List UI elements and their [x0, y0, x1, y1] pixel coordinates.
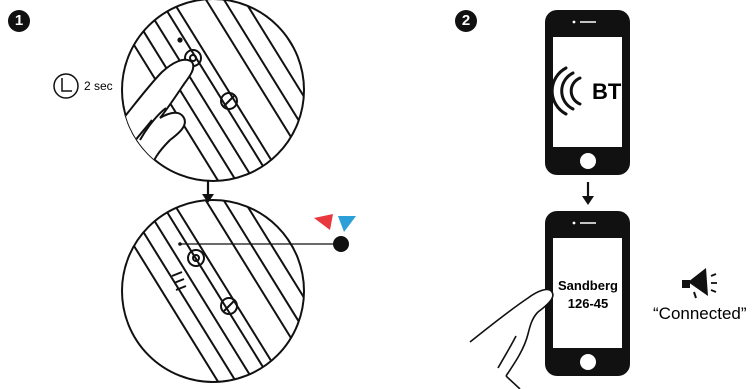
- arrow-down-left: [202, 180, 214, 203]
- arrow-down-right: [582, 182, 594, 205]
- device-closeup-press: [121, 0, 305, 182]
- step-2-badge: 2: [455, 10, 477, 32]
- timer-label: 2 sec: [84, 79, 113, 93]
- led-indicator: [333, 236, 349, 252]
- phone-connected: [545, 211, 630, 376]
- led-blue-flash: [338, 216, 356, 232]
- device-name-label: Sandberg: [558, 278, 618, 293]
- device-closeup-led: [121, 199, 356, 383]
- step-1-badge: 1: [8, 10, 30, 32]
- bluetooth-waves-icon: [550, 66, 582, 116]
- device-model-label: 126-45: [567, 296, 609, 311]
- led-red-flash: [314, 214, 333, 230]
- voice-prompt-label: “Connected”: [653, 304, 747, 323]
- speaker-icon: [682, 268, 717, 299]
- hand-touch-icon: [469, 288, 554, 389]
- bt-label: BT: [592, 79, 622, 104]
- clock-icon: [53, 73, 79, 99]
- phone-bt: [545, 10, 630, 175]
